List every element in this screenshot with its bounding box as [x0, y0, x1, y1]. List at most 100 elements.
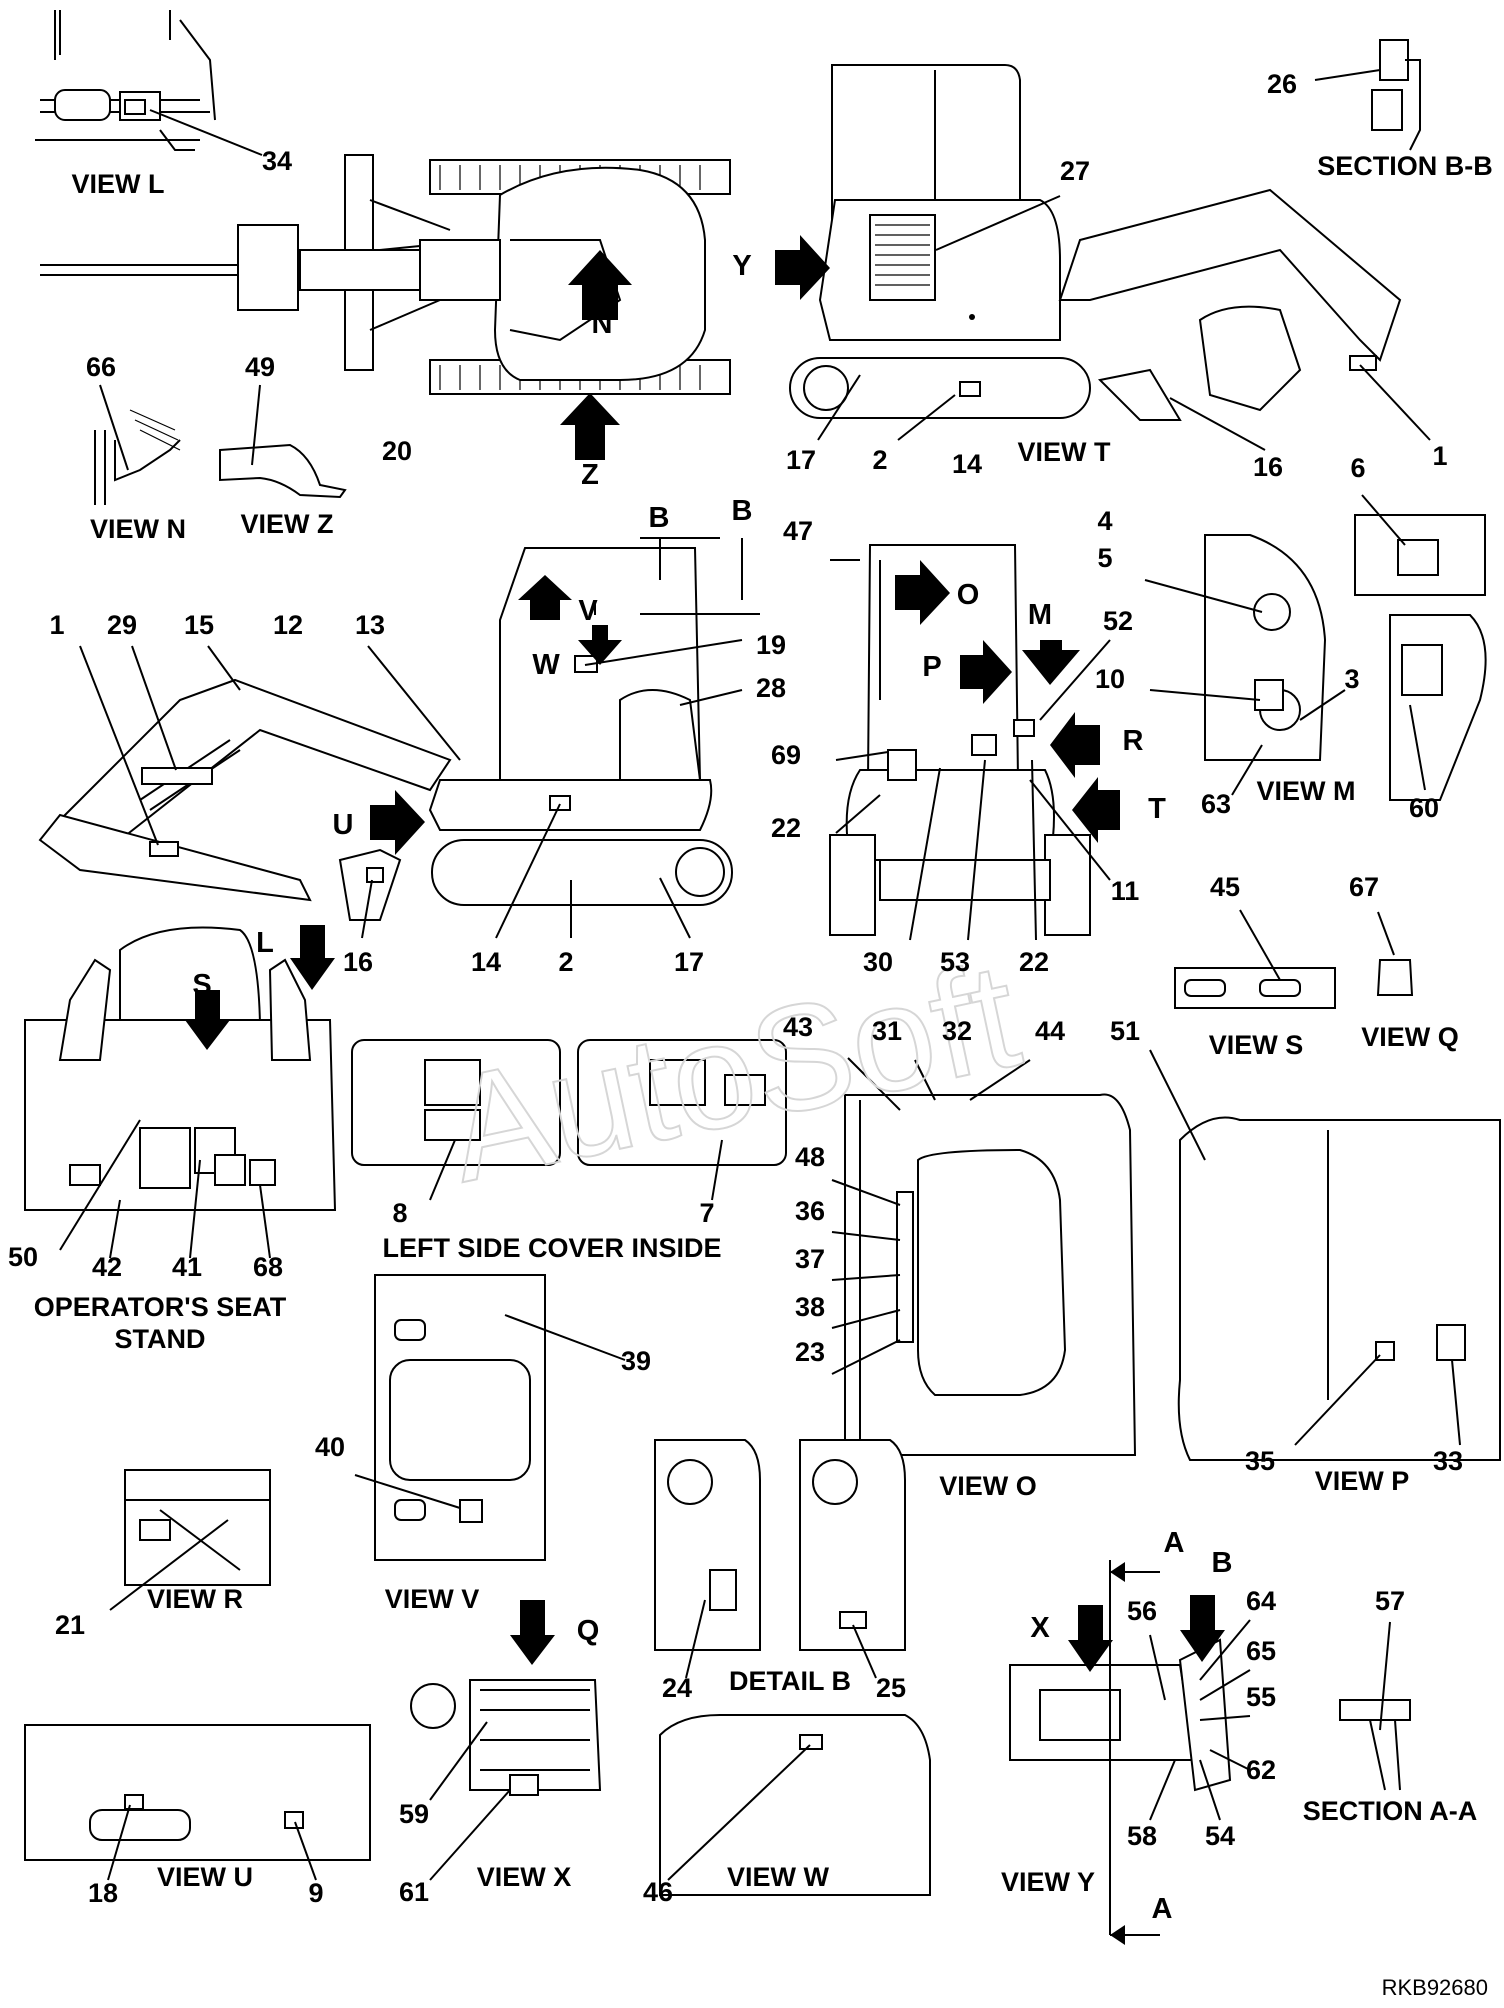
left-side-cover-inside-drawing [351, 1039, 787, 1201]
callout-c23: 23 [795, 1337, 825, 1367]
callout-c6: 6 [1350, 453, 1365, 483]
callout-c14b: 14 [471, 947, 501, 977]
left-side-view-drawing [38, 537, 760, 939]
callout-c33: 33 [1433, 1446, 1463, 1476]
callout-c24: 24 [662, 1673, 692, 1703]
letter-lB2: B [732, 495, 753, 527]
callout-c62: 62 [1246, 1755, 1276, 1785]
callout-c58: 58 [1127, 1821, 1157, 1851]
callout-c63: 63 [1201, 789, 1231, 819]
view-v-drawing [354, 1274, 626, 1561]
callout-c53: 53 [940, 947, 970, 977]
callout-c37: 37 [795, 1244, 825, 1274]
letter-lB3: B [1212, 1547, 1233, 1579]
arrow-a-bottom [1110, 1925, 1125, 1945]
arrow-y [775, 235, 830, 300]
view-p-drawing [1149, 1049, 1501, 1461]
view-x-drawing [410, 1679, 602, 1881]
label-ssa: SECTION A-A [1303, 1796, 1478, 1826]
callout-c18: 18 [88, 1878, 118, 1908]
callout-c52: 52 [1103, 606, 1133, 636]
label-vn: VIEW N [90, 514, 186, 544]
view-6-60-drawing [1354, 494, 1487, 801]
label-dtb: DETAIL B [729, 1666, 851, 1696]
label-vy: VIEW Y [1001, 1867, 1095, 1897]
callout-c39: 39 [621, 1346, 651, 1376]
letter-lN: N [592, 308, 613, 340]
label-vo: VIEW O [939, 1471, 1037, 1501]
callout-c40: 40 [315, 1432, 345, 1462]
arrow-s [185, 990, 230, 1050]
arrow-a-top [1110, 1562, 1125, 1582]
letter-lR: R [1123, 725, 1144, 757]
letter-lV: V [578, 595, 598, 627]
label-os2: STAND [115, 1324, 206, 1354]
arrow-r [1050, 712, 1100, 778]
label-vp: VIEW P [1315, 1466, 1410, 1496]
letter-lL: L [256, 927, 274, 959]
callout-c2a: 2 [872, 445, 887, 475]
letter-lT: T [1148, 793, 1166, 825]
letter-lS: S [192, 969, 211, 1001]
callout-c11: 11 [1111, 876, 1140, 906]
callout-c64: 64 [1246, 1586, 1276, 1616]
callout-c45: 45 [1210, 872, 1240, 902]
callout-c69: 69 [771, 740, 801, 770]
arrow-m [1022, 640, 1080, 685]
letter-lW: W [532, 649, 560, 681]
view-r-drawing [109, 1469, 271, 1611]
callout-c12: 12 [273, 610, 303, 640]
callout-c47: 47 [783, 516, 813, 546]
label-vz: VIEW Z [241, 509, 334, 539]
callout-c29: 29 [107, 610, 137, 640]
letter-lQ: Q [577, 1615, 600, 1647]
arrow-t [1072, 777, 1120, 843]
callout-c19: 19 [756, 630, 786, 660]
label-vr: VIEW R [147, 1584, 243, 1614]
label-vm: VIEW M [1257, 776, 1356, 806]
letter-lO: O [957, 579, 980, 611]
callout-c22b: 22 [1019, 947, 1049, 977]
arrow-v [578, 625, 622, 665]
arrow-u [370, 790, 425, 855]
view-u-drawing [24, 1724, 371, 1881]
callout-c61: 61 [399, 1877, 429, 1907]
callout-c2b: 2 [558, 947, 573, 977]
callout-c42: 42 [92, 1252, 122, 1282]
label-lsc: LEFT SIDE COVER INSIDE [382, 1233, 721, 1263]
label-vx: VIEW X [477, 1862, 572, 1892]
letter-lZ: Z [581, 459, 599, 491]
callout-c8: 8 [392, 1198, 407, 1228]
arrow-q [510, 1600, 555, 1665]
callout-c22a: 22 [771, 813, 801, 843]
view-l-drawing [35, 10, 263, 156]
callout-c20: 20 [382, 436, 412, 466]
callout-c44: 44 [1035, 1016, 1065, 1046]
callout-c30: 30 [863, 947, 893, 977]
callout-c66: 66 [86, 352, 116, 382]
callout-c57: 57 [1375, 1586, 1405, 1616]
callout-c1a: 1 [1432, 441, 1447, 471]
callout-c4: 4 [1097, 506, 1112, 536]
callout-c31: 31 [872, 1016, 902, 1046]
letter-lP: P [922, 651, 941, 683]
callout-c3: 3 [1344, 664, 1359, 694]
label-vl: VIEW L [72, 169, 165, 199]
letter-lA2: A [1152, 1893, 1173, 1925]
callout-c32: 32 [942, 1016, 972, 1046]
view-t-drawing [789, 64, 1431, 451]
callout-c27: 27 [1060, 156, 1090, 186]
callout-c38: 38 [795, 1292, 825, 1322]
arrow-n [568, 250, 632, 320]
label-os1: OPERATOR'S SEAT [34, 1292, 287, 1322]
label-ssb: SECTION B-B [1317, 151, 1493, 181]
callout-c46: 46 [643, 1877, 673, 1907]
letter-lU: U [333, 809, 354, 841]
callout-c56: 56 [1127, 1596, 1157, 1626]
letter-lB1: B [649, 502, 670, 534]
callout-c25: 25 [876, 1673, 906, 1703]
